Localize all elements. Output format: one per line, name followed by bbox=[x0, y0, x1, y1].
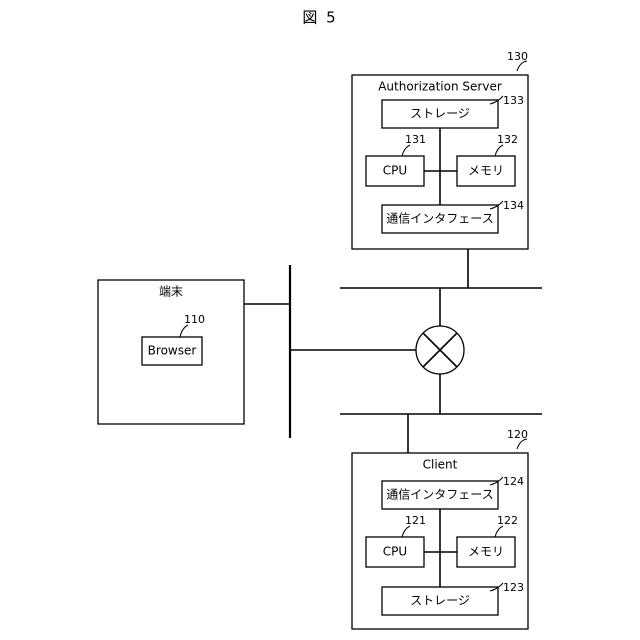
auth-server-ref: 130 bbox=[507, 50, 528, 63]
client-comm-ref: 124 bbox=[503, 475, 524, 488]
auth-storage-ref: 133 bbox=[503, 94, 524, 107]
client-cpu-label: CPU bbox=[383, 545, 407, 559]
auth-storage-label: ストレージ bbox=[410, 107, 470, 121]
auth-comm-ref: 134 bbox=[503, 199, 524, 212]
client-storage-label: ストレージ bbox=[410, 594, 470, 608]
client-cpu-ref: 121 bbox=[405, 514, 426, 527]
auth-memory-label: メモリ bbox=[468, 164, 504, 178]
browser-label: Browser bbox=[148, 344, 197, 358]
auth-cpu-label: CPU bbox=[383, 164, 407, 178]
figure-title: 図 5 bbox=[302, 9, 337, 27]
auth-memory-ref: 132 bbox=[497, 133, 518, 146]
auth-server-title: Authorization Server bbox=[378, 80, 502, 94]
browser-ref: 110 bbox=[184, 313, 205, 326]
client-memory-label: メモリ bbox=[468, 545, 504, 559]
terminal-title: 端末 bbox=[159, 285, 183, 299]
client-ref: 120 bbox=[507, 428, 528, 441]
auth-comm-label: 通信インタフェース bbox=[386, 212, 493, 226]
auth-cpu-ref: 131 bbox=[405, 133, 426, 146]
client-storage-ref: 123 bbox=[503, 581, 524, 594]
client-title: Client bbox=[423, 458, 458, 472]
client-memory-ref: 122 bbox=[497, 514, 518, 527]
client-comm-label: 通信インタフェース bbox=[386, 488, 493, 502]
